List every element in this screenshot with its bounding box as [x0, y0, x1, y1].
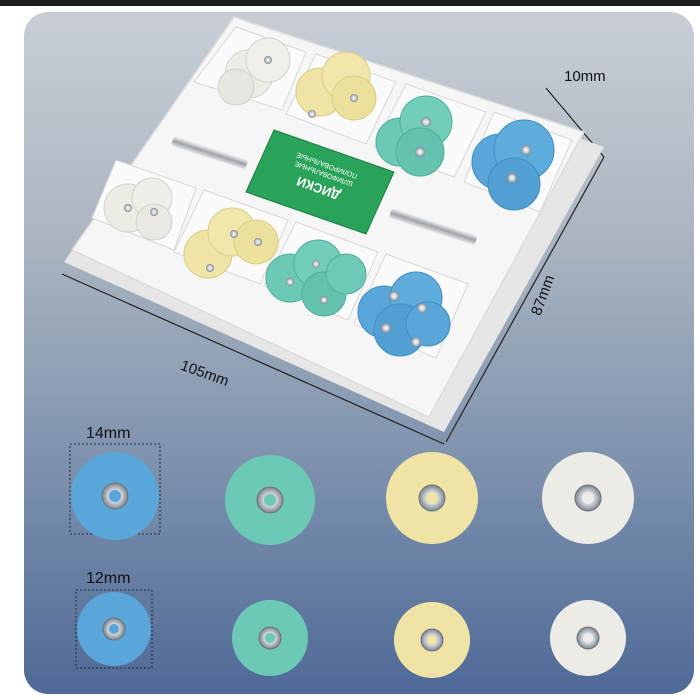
compartment-green-top — [373, 83, 487, 178]
product-illustration: ДИСКИ ШЛИФОВАЛЬНЫЕ ПОЛИРОВАЛЬНЫЕ — [61, 16, 634, 678]
product-card: ДИСКИ ШЛИФОВАЛЬНЫЕ ПОЛИРОВАЛЬНЫЕ — [24, 12, 694, 694]
size-label-14mm: 14mm — [86, 425, 131, 442]
mandrel-right — [389, 208, 477, 245]
compartment-green-bottom — [263, 221, 379, 321]
disc-white-14mm — [542, 452, 634, 544]
compartment-white-bottom — [91, 159, 197, 251]
mandrel-left — [171, 136, 248, 169]
disc-row-14mm — [71, 452, 634, 545]
size-label-12mm: 12mm — [86, 570, 131, 587]
disc-yellow-12mm — [394, 602, 470, 678]
compartment-yellow-top — [285, 51, 397, 145]
disc-yellow-14mm — [386, 452, 478, 544]
disc-blue-14mm — [71, 452, 159, 540]
compartment-blue-bottom — [353, 253, 469, 359]
top-border — [0, 0, 700, 6]
tray: ДИСКИ ШЛИФОВАЛЬНЫЕ ПОЛИРОВАЛЬНЫЕ — [64, 16, 604, 432]
disc-green-14mm — [225, 455, 315, 545]
disc-row-12mm — [77, 592, 626, 678]
compartment-yellow-bottom — [173, 189, 289, 285]
size-box-12mm — [75, 589, 153, 669]
compartment-blue-top — [463, 111, 573, 213]
compartment-white-top — [193, 26, 307, 111]
disc-blue-12mm — [77, 592, 151, 666]
disc-white-12mm — [550, 600, 626, 676]
disc-green-12mm — [232, 600, 308, 676]
dimension-depth-label: 10mm — [564, 68, 606, 85]
